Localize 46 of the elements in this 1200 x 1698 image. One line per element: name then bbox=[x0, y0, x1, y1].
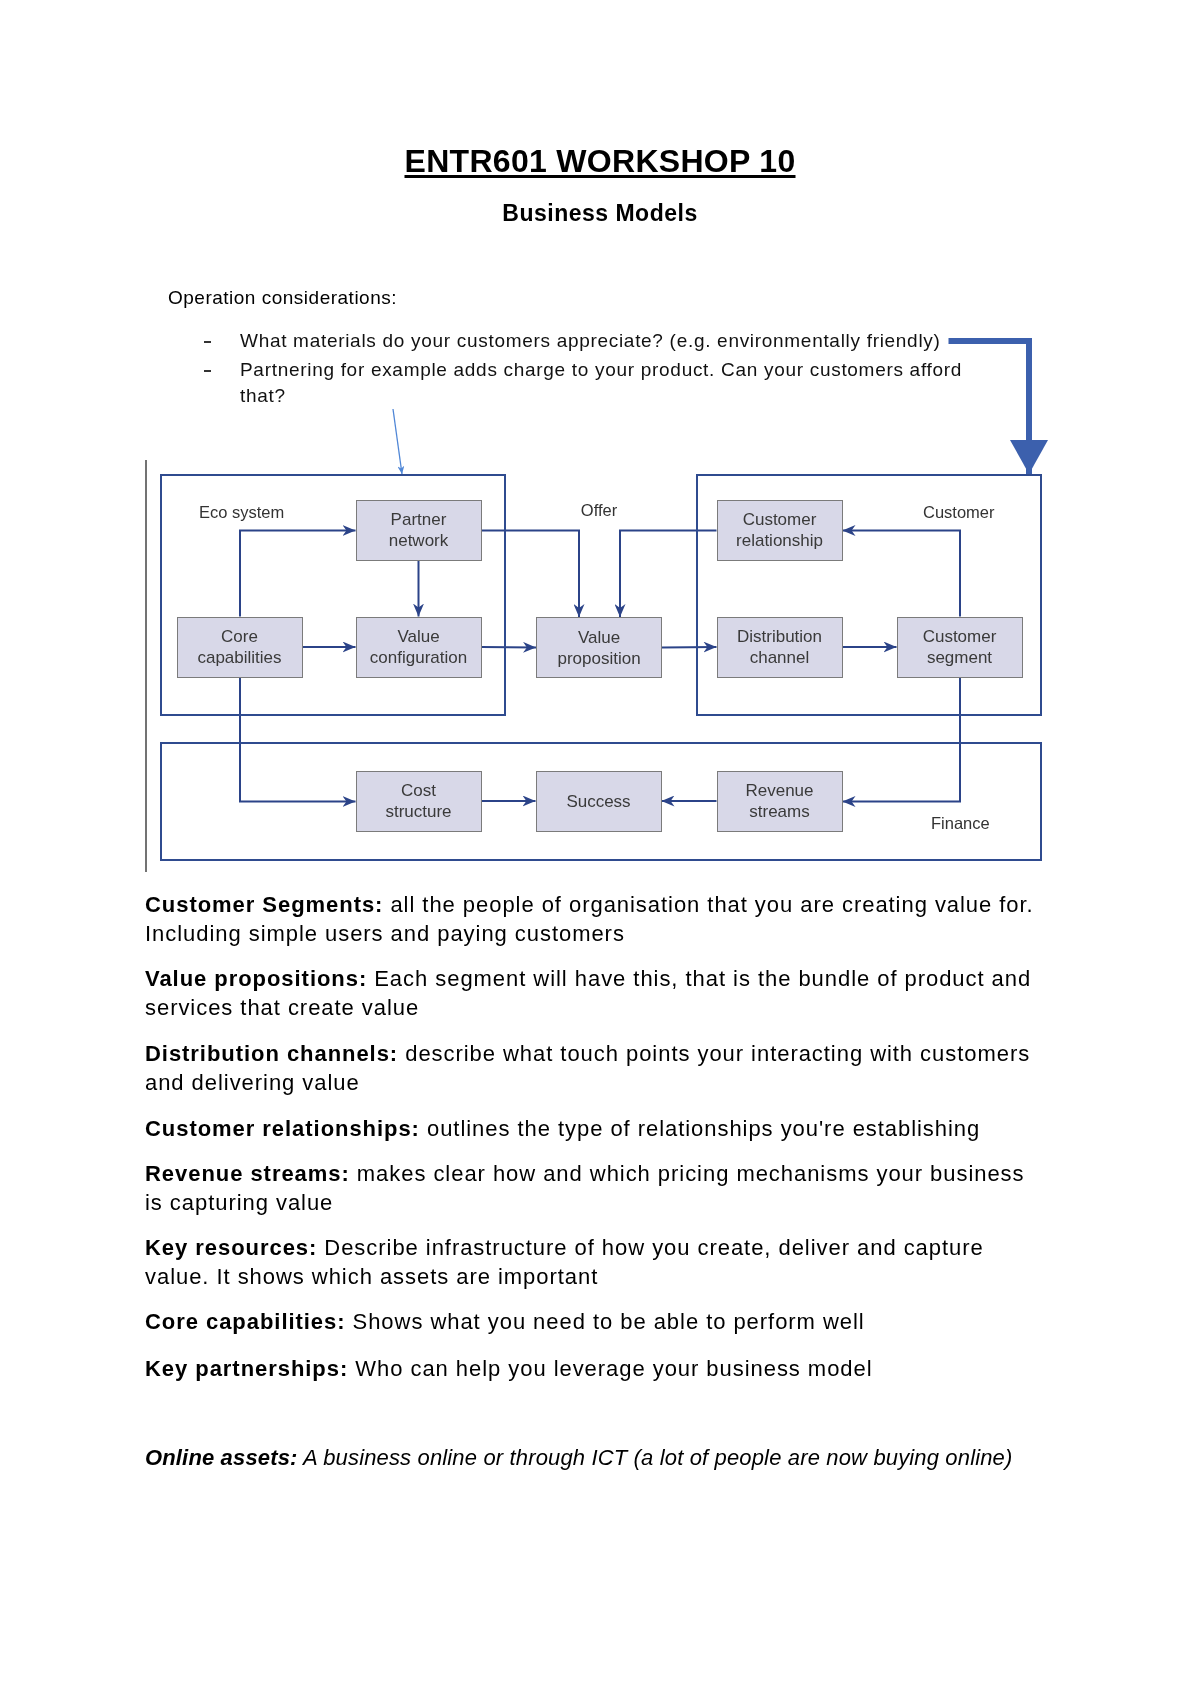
arrow bbox=[841, 676, 961, 807]
section-frame bbox=[160, 742, 1042, 861]
process-box: Cost structure bbox=[355, 770, 482, 832]
process-box: Value proposition bbox=[536, 617, 662, 678]
process-box: Customer segment bbox=[896, 616, 1023, 678]
arrow bbox=[841, 525, 961, 618]
annotation-arrow bbox=[392, 408, 405, 475]
section-label: Finance bbox=[931, 813, 990, 833]
section-label: Customer bbox=[923, 502, 995, 522]
section-frame bbox=[160, 474, 506, 716]
arrow bbox=[841, 641, 898, 653]
definition-text: Key resources: Describe infrastructure of how you create, deliver and capture value. It shows which assets are important bbox=[145, 1234, 985, 1291]
definition-text: Key partnerships: Who can help you leverage your business model bbox=[145, 1355, 874, 1383]
definition-text: Customer Segments: all the people of organisation that you are creating value for. Including simple users and paying customers bbox=[145, 891, 1035, 948]
definition-text: Distribution channels: describe what touch points your interacting with customers and delivering value bbox=[145, 1040, 1032, 1097]
page-title: ENTR601 WORKSHOP 10 bbox=[404, 142, 796, 180]
arrow bbox=[480, 529, 585, 618]
process-box: Distribution channel bbox=[716, 616, 843, 678]
arrow bbox=[301, 641, 357, 653]
annotation-arrow bbox=[948, 338, 1046, 474]
process-box: Value configuration bbox=[355, 616, 482, 678]
arrow bbox=[239, 676, 357, 807]
note-text: Partnering for example adds charge to your product. Can your customers afford that? bbox=[240, 357, 1000, 409]
process-box: Customer relationship bbox=[716, 499, 843, 561]
arrow bbox=[480, 795, 537, 807]
arrow bbox=[480, 641, 537, 653]
definition-text: Value propositions: Each segment will have this, that is the bundle of product and services that create value bbox=[145, 965, 1033, 1022]
definition-text: Revenue streams: makes clear how and which pricing mechanisms your business is capturing value bbox=[145, 1160, 1026, 1217]
definition-text: Core capabilities: Shows what you need to be able to perform well bbox=[145, 1308, 866, 1336]
arrow bbox=[614, 529, 718, 618]
arrow bbox=[661, 641, 718, 653]
section-label: Offer bbox=[580, 500, 618, 520]
arrow bbox=[239, 525, 357, 618]
definition-text: Customer relationships: outlines the type of relationships you're establishing bbox=[145, 1115, 982, 1143]
process-box: Revenue streams bbox=[716, 770, 843, 832]
section-frame bbox=[696, 474, 1042, 716]
section-label: Eco system bbox=[199, 502, 285, 522]
arrow bbox=[660, 795, 718, 807]
note-text: Online assets: A business online or through ICT (a lot of people are now buying online) bbox=[145, 1444, 1014, 1472]
section-heading: Operation considerations: bbox=[168, 286, 397, 310]
note-text: What materials do your customers appreciate? (e.g. environmentally friendly) bbox=[240, 328, 949, 354]
process-box: Success bbox=[535, 770, 662, 832]
arrow bbox=[413, 559, 424, 618]
process-box: Partner network bbox=[355, 499, 482, 561]
process-box: Core capabilities bbox=[176, 616, 303, 678]
page-subtitle: Business Models bbox=[502, 199, 698, 227]
